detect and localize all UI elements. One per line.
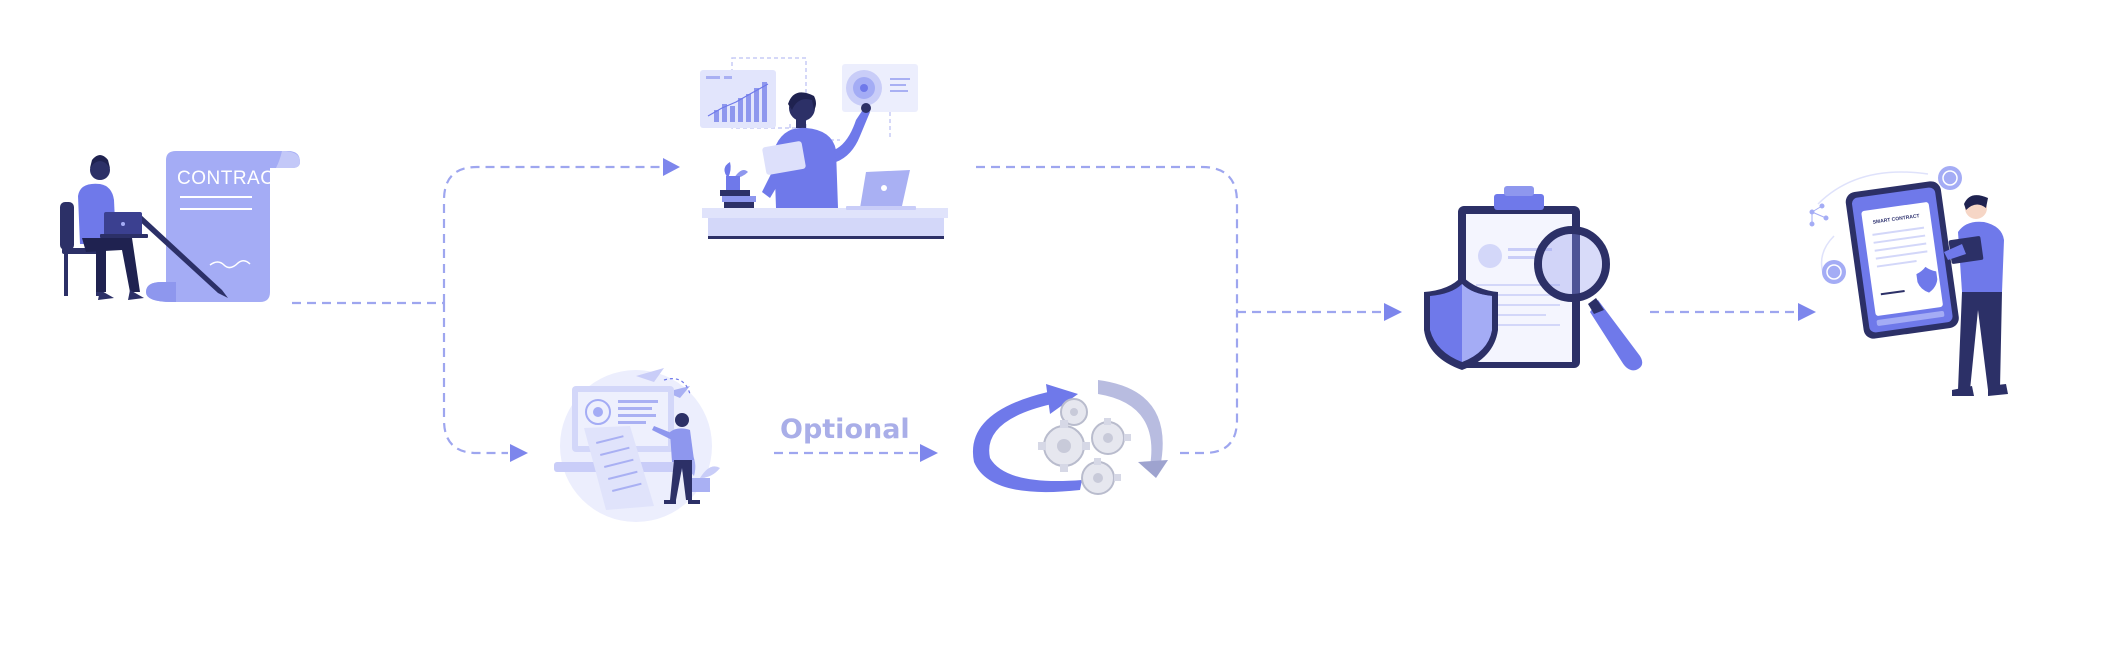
connector-analytics-to-merge bbox=[976, 165, 1239, 312]
arrowhead-to-verification bbox=[1384, 303, 1402, 321]
connectors bbox=[292, 158, 1816, 462]
contract-title: CONTRACT bbox=[177, 168, 287, 189]
smart-contract-illustration: SMART CONTRACT bbox=[1809, 166, 2008, 396]
arrowhead-to-presentation bbox=[510, 444, 528, 462]
arrowhead-to-analytics bbox=[663, 158, 680, 176]
contract-signing-illustration: CONTRACT bbox=[60, 151, 300, 302]
analytics-illustration bbox=[700, 57, 948, 239]
verification-illustration bbox=[1424, 186, 1643, 371]
presentation-illustration bbox=[554, 368, 720, 522]
connector-branch-to-analytics bbox=[442, 165, 662, 303]
optional-label: Optional bbox=[780, 414, 910, 445]
connector-branch-to-presentation bbox=[442, 303, 508, 455]
connector-automation-to-merge bbox=[1180, 312, 1239, 455]
arrowhead-to-automation bbox=[920, 444, 938, 462]
arrowhead-to-smart-contract bbox=[1798, 303, 1816, 321]
automation-gears-illustration bbox=[972, 380, 1168, 495]
